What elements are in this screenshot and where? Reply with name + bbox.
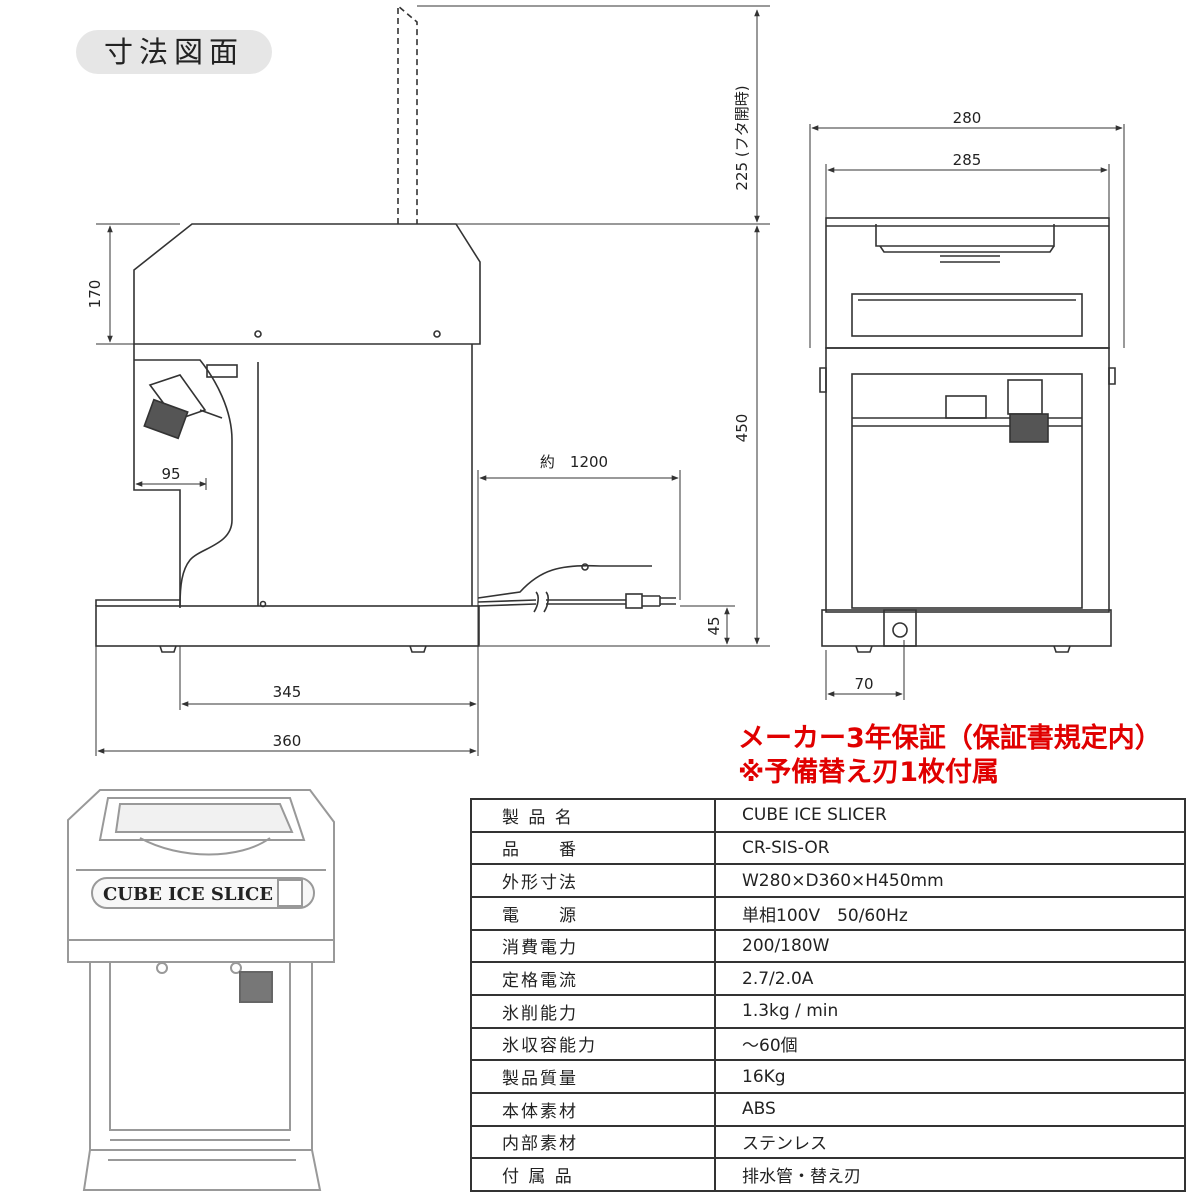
spec-label: 定格電流 [470,961,716,996]
spec-value: CUBE ICE SLICER [714,798,1186,833]
spec-value: 〜60個 [714,1026,1186,1062]
dim-drain-offset: 70 [854,675,873,693]
dim-depth-total: 360 [273,732,302,750]
spec-row: 氷収容能力〜60個 [470,1026,1186,1062]
warranty-line-1: メーカー3年保証（保証書規定内） [738,723,1162,754]
warranty-notice: メーカー3年保証（保証書規定内） ※予備替え刃1枚付属 [738,722,1198,790]
spec-label: 内部素材 [470,1124,716,1160]
spec-value: CR-SIS-OR [714,830,1186,866]
spec-label: 電 源 [470,895,716,931]
spec-label: 外形寸法 [470,863,716,898]
dim-cord: 約 1200 [540,453,608,471]
dim-chute: 95 [161,465,180,483]
front-dimension-lines [809,124,1125,700]
dim-lid-open: 225 (フタ開時) [733,85,751,190]
head-housing [133,223,481,345]
dim-base-height: 45 [705,616,723,635]
side-dimension-labels: 225 (フタ開時) 170 450 95 約 1200 45 345 360 [86,85,751,750]
spec-label: 製 品 名 [470,798,716,833]
spec-label: 製品質量 [470,1059,716,1094]
spec-row: 内部素材ステンレス [470,1124,1186,1160]
dim-body-height: 450 [733,414,751,443]
side-view [95,4,676,653]
spec-row: 付 属 品排水管・替え刃 [470,1157,1186,1192]
spec-value: ステンレス [714,1124,1186,1160]
front-view [819,217,1116,653]
spec-label: 本体素材 [470,1091,716,1127]
spec-row: 電 源単相100V 50/60Hz [470,895,1186,931]
spec-label: 品 番 [470,830,716,866]
spec-label: 氷収容能力 [470,1026,716,1062]
spec-label: 消費電力 [470,928,716,964]
dim-width-inner: 285 [953,151,982,169]
open-lid-outline [397,4,418,224]
dim-width-outer: 280 [953,109,982,127]
dim-depth-inner: 345 [273,683,302,701]
product-perspective-illustration [67,789,335,1191]
product-label: CUBE ICE SLICE [103,884,273,905]
spec-value: ABS [714,1091,1186,1127]
warranty-line-2: ※予備替え刃1枚付属 [738,757,1000,788]
spec-value: W280×D360×H450mm [714,863,1186,898]
spec-value: 200/180W [714,928,1186,964]
spec-value: 排水管・替え刃 [714,1157,1186,1192]
spec-value: 単相100V 50/60Hz [714,895,1186,931]
spec-label: 付 属 品 [470,1157,716,1192]
page-title: 寸法図面 [103,35,244,69]
title-pill-background [76,30,272,74]
front-dimension-labels: 280 285 70 [854,109,981,693]
spec-value: 16Kg [714,1059,1186,1094]
spec-value: 1.3kg / min [714,993,1186,1029]
side-dimension-lines [95,5,770,756]
spec-value: 2.7/2.0A [714,961,1186,996]
spec-label: 氷削能力 [470,993,716,1029]
dim-head-height: 170 [86,280,104,309]
